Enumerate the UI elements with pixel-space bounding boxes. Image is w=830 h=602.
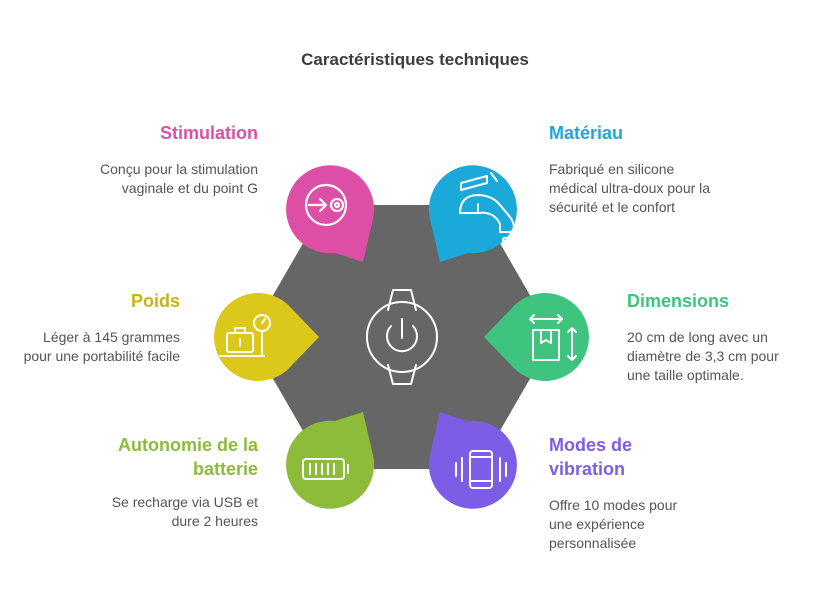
feature-title-batterie: Autonomie de la batterie — [117, 435, 258, 479]
page-title: Caractéristiques techniques — [301, 50, 529, 69]
feature-title-materiau: Matériau — [549, 123, 624, 143]
feature-desc-poids: Léger à 145 grammes pour une portabilité… — [23, 329, 180, 364]
petal-dimensions — [484, 293, 589, 381]
feature-desc-batterie: Se recharge via USB et dure 2 heures — [111, 494, 258, 529]
phone-vibrate-icon — [455, 450, 507, 489]
feature-desc-materiau: Fabriqué en silicone médical ultra-doux … — [549, 161, 711, 215]
scale-icon — [219, 314, 271, 357]
feature-title-dimensions: Dimensions — [627, 291, 730, 311]
feature-title-vibration: Modes de vibration — [549, 435, 633, 479]
faucet-icon — [459, 172, 515, 244]
petal-poids — [214, 293, 319, 381]
target-arrow-icon — [304, 183, 348, 227]
feature-title-poids: Poids — [130, 291, 180, 311]
battery-icon — [302, 458, 349, 480]
petal-stimulation — [286, 165, 375, 262]
feature-desc-dimensions: 20 cm de long avec un diamètre de 3,3 cm… — [627, 329, 779, 383]
box-dimensions-icon — [529, 314, 577, 361]
petal-vibration — [428, 412, 517, 509]
petal-batterie — [286, 412, 375, 509]
feature-title-stimulation: Stimulation — [160, 123, 258, 143]
smartwatch-power-icon — [366, 289, 438, 385]
feature-desc-vibration: Offre 10 modes pour une expérience perso… — [549, 497, 678, 551]
petal-materiau — [428, 165, 517, 262]
feature-desc-stimulation: Conçu pour la stimulation vaginale et du… — [100, 161, 258, 196]
